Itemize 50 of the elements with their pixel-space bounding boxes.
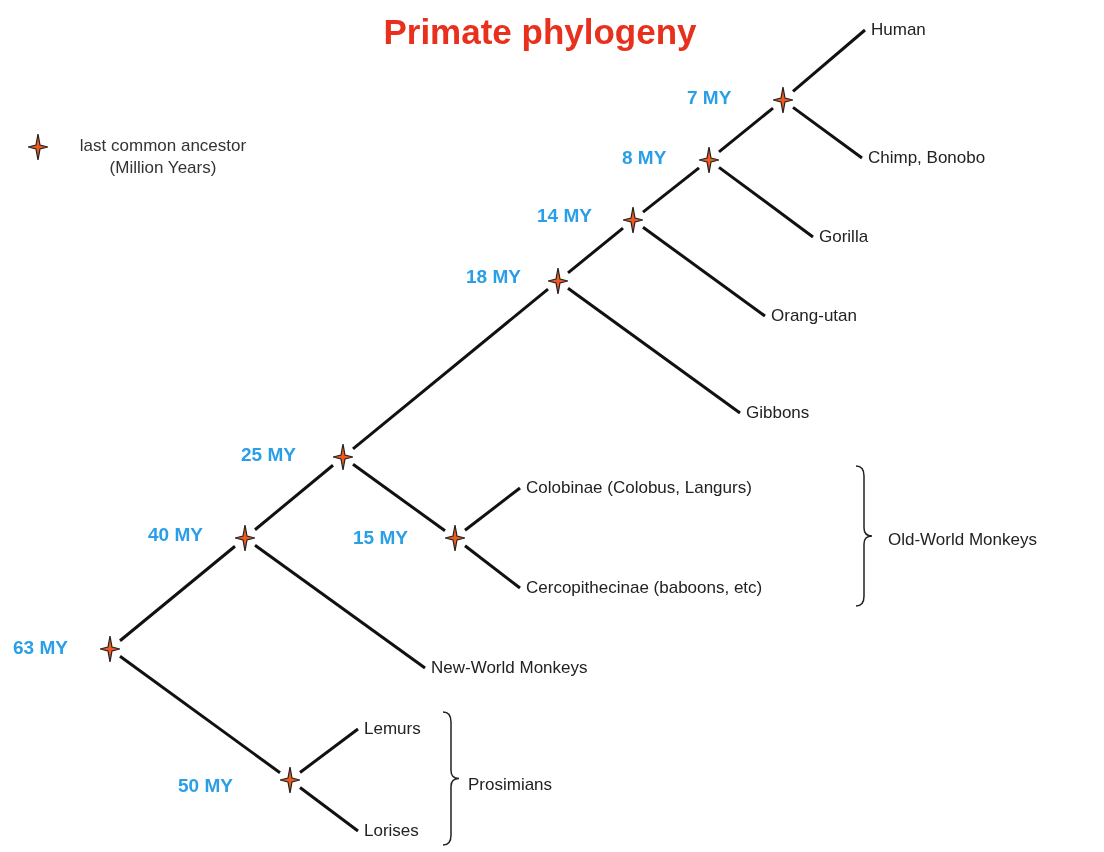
branch-line [352, 463, 446, 532]
age-label: 15 MY [353, 527, 408, 549]
branch-line [464, 544, 521, 590]
species-label: Colobinae (Colobus, Langurs) [520, 478, 752, 498]
ancestor-star-icon [100, 636, 120, 662]
species-label: Chimp, Bonobo [862, 148, 986, 168]
branch-line [254, 544, 426, 670]
branch-line [299, 727, 359, 774]
title: Primate phylogeny [383, 12, 697, 52]
branch-line [352, 288, 549, 450]
ancestor-star-icon [623, 207, 643, 233]
species-label: Gibbons [740, 403, 810, 423]
branch-line [792, 28, 866, 93]
group-label: Old-World Monkeys [888, 530, 1037, 550]
branch-line [718, 106, 774, 154]
branch-line [642, 226, 766, 318]
species-label: Lemurs [358, 719, 421, 739]
branch-line [119, 655, 281, 774]
age-label: 14 MY [537, 205, 592, 227]
branch-line [464, 486, 521, 532]
branch-line [254, 464, 334, 531]
age-label: 8 MY [622, 147, 667, 169]
age-label: 50 MY [178, 775, 233, 797]
legend-text: last common ancestor (Million Years) [78, 135, 248, 179]
branch-line [567, 287, 741, 415]
species-label: Gorilla [813, 227, 869, 247]
ancestor-star-icon [235, 525, 255, 551]
species-label: Lorises [358, 821, 419, 841]
branch-line [299, 786, 359, 833]
age-label: 7 MY [687, 87, 732, 109]
branch-line [567, 226, 624, 275]
branch-line [119, 545, 236, 642]
ancestor-star-icon [773, 87, 793, 113]
species-label: Human [865, 20, 926, 40]
age-label: 40 MY [148, 524, 203, 546]
species-label: New-World Monkeys [425, 658, 588, 678]
branch-line [642, 166, 700, 214]
age-label: 63 MY [13, 637, 68, 659]
ancestor-star-icon [699, 147, 719, 173]
species-label: Orang-utan [765, 306, 857, 326]
ancestor-star-icon [280, 767, 300, 793]
ancestor-star-icon [445, 525, 465, 551]
ancestor-star-icon [548, 268, 568, 294]
age-label: 18 MY [466, 266, 521, 288]
branch-line [792, 106, 863, 160]
age-label: 25 MY [241, 444, 296, 466]
branch-line [718, 166, 814, 239]
group-label: Prosimians [468, 775, 553, 795]
species-label: Cercopithecinae (baboons, etc) [520, 578, 763, 598]
ancestor-star-icon [333, 444, 353, 470]
